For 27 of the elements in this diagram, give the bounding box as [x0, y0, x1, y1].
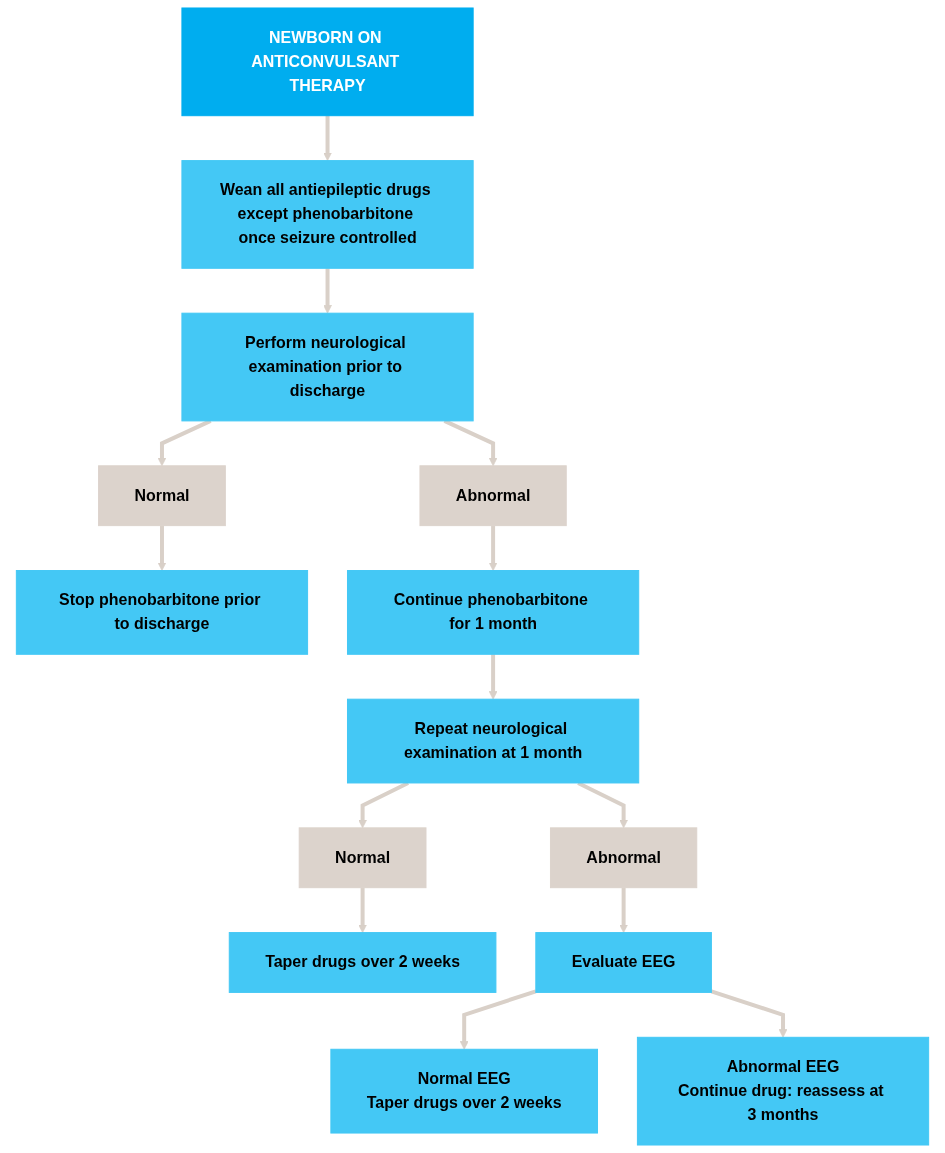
node-box: Abnormal [419, 465, 567, 527]
node-box: Continue phenobarbitone for 1 month [347, 570, 640, 655]
node-box: Taper drugs over 2 weeks [228, 932, 497, 993]
arrow [358, 781, 409, 829]
arrow [710, 989, 788, 1038]
node-box: Normal [98, 465, 226, 527]
node-box: Wean all antiepileptic drugs except phenobarbitone once seizure controlled [181, 160, 474, 269]
arrow [358, 887, 367, 933]
node-box: Normal EEG Taper drugs over 2 weeks [330, 1048, 598, 1134]
arrow [157, 525, 167, 571]
arrow [323, 268, 332, 314]
arrow [157, 419, 212, 467]
arrow [619, 887, 628, 933]
arrow [459, 989, 537, 1050]
node-box: Perform neurological examination prior to discharge [181, 312, 474, 422]
node-box: Repeat neurological examination at 1 month [347, 698, 640, 784]
node-box: Stop phenobarbitone prior to discharge [15, 570, 309, 655]
arrow [577, 781, 628, 829]
arrow [323, 115, 332, 161]
arrow [488, 654, 498, 700]
arrow [488, 525, 498, 571]
node-box: Evaluate EEG [535, 932, 712, 993]
node-box: NEWBORN ON ANTICONVULSANT THERAPY [181, 7, 474, 117]
node-box: Normal [298, 827, 427, 889]
node-box: Abnormal [549, 827, 698, 889]
node-box: Abnormal EEG Continue drug: reassess at 3 months [636, 1036, 930, 1146]
arrow [443, 419, 498, 467]
